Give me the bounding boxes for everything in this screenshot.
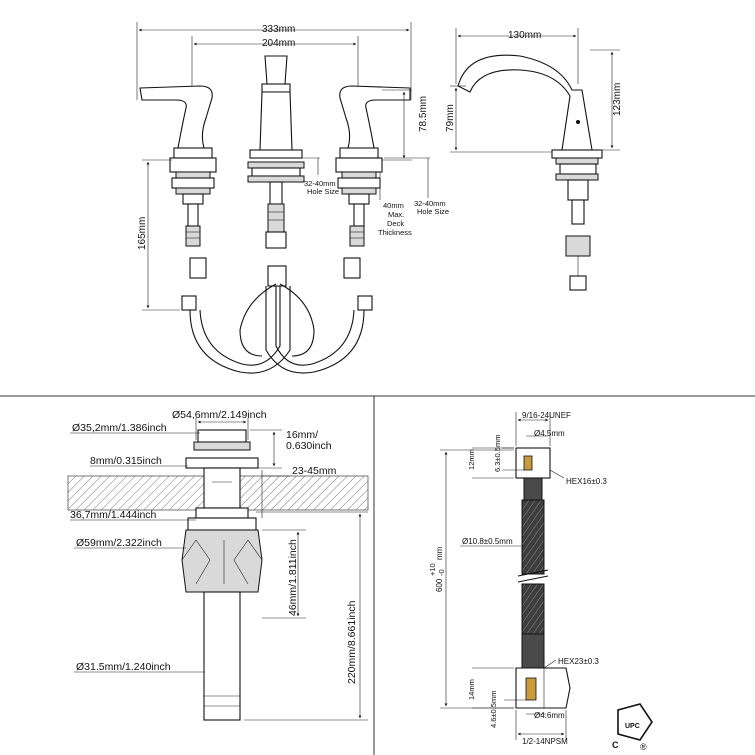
- left-handle: [139, 85, 217, 311]
- svg-text:Max.: Max.: [388, 210, 404, 219]
- svg-text:Hole Size: Hole Size: [307, 187, 339, 196]
- spout-height-dimension: 123mm: [590, 49, 623, 151]
- svg-text:32-40mm: 32-40mm: [414, 199, 446, 208]
- svg-text:220mm/8.661inch: 220mm/8.661inch: [346, 600, 358, 684]
- top-length-dimension: 12mm: [467, 447, 514, 479]
- svg-text:HEX16±0.3: HEX16±0.3: [566, 477, 607, 486]
- svg-text:40mm: 40mm: [383, 201, 404, 210]
- svg-text:0.630inch: 0.630inch: [286, 440, 332, 452]
- svg-text:Ø31.5mm/1.240inch: Ø31.5mm/1.240inch: [76, 661, 171, 673]
- svg-text:Thickness: Thickness: [378, 228, 412, 237]
- svg-text:Ø54,6mm/2.149inch: Ø54,6mm/2.149inch: [172, 409, 267, 421]
- braided-hose-view: 9/16-24UNEF Ø4.5mm 6.3±0.5mm 12mm HEX16±…: [428, 411, 607, 746]
- side-spout-body: [457, 54, 593, 151]
- cap-height-dimension: 16mm/ 0.630inch: [250, 429, 332, 469]
- lever-height-label: 78.5mm: [418, 96, 429, 132]
- svg-text:Ø4.5mm: Ø4.5mm: [534, 429, 565, 438]
- neck-diameter-dimension: Ø35,2mm/1.386inch: [70, 422, 200, 434]
- bottom-insert-dimension: 4.6±0.5mm: [489, 691, 526, 728]
- svg-text:Deck: Deck: [387, 219, 404, 228]
- top-thread-dimension: 9/16-24UNEF: [515, 411, 571, 446]
- handle-spacing-label: 204mm: [262, 38, 295, 49]
- svg-text:C: C: [612, 740, 619, 750]
- hose-length-dimension-600: 600 +10 -0 mm: [428, 449, 514, 709]
- thread-length-dimension: 46mm/1.811inch: [262, 529, 306, 619]
- svg-text:9/16-24UNEF: 9/16-24UNEF: [522, 411, 571, 420]
- svg-text:32-40mm: 32-40mm: [304, 179, 336, 188]
- total-length-dimension: 220mm/8.661inch: [244, 511, 368, 721]
- hole-size-right-callout: 32-40mm Hole Size: [384, 157, 449, 216]
- svg-text:36,7mm/1.444inch: 36,7mm/1.444inch: [70, 509, 157, 521]
- nut-diameter-dimension: Ø59mm/2.322inch: [74, 537, 186, 549]
- lever-height-dimension: 78.5mm: [382, 89, 429, 161]
- cap-diameter-dimension: Ø54,6mm/2.149inch: [172, 409, 267, 440]
- handle-spacing-dimension: 204mm: [191, 36, 359, 88]
- hose-length-label: 165mm: [137, 217, 148, 250]
- svg-text:46mm/1.811inch: 46mm/1.811inch: [287, 539, 299, 616]
- bottom-bore-dimension: Ø4.6mm: [526, 711, 565, 720]
- svg-text:14mm: 14mm: [467, 679, 476, 700]
- svg-text:Ø10.8±0.5mm: Ø10.8±0.5mm: [462, 537, 513, 546]
- svg-text:mm: mm: [435, 546, 444, 560]
- svg-text:Hole Size: Hole Size: [417, 207, 449, 216]
- flange-thickness-dimension: 8mm/0.315inch: [90, 455, 188, 467]
- braid-diameter-dimension: Ø10.8±0.5mm: [460, 537, 522, 547]
- svg-text:®: ®: [640, 742, 647, 752]
- supply-hoses: [189, 283, 365, 374]
- bottom-hex-dimension: HEX23±0.3: [543, 657, 599, 669]
- svg-text:Ø4.6mm: Ø4.6mm: [534, 711, 565, 720]
- overall-width-label: 333mm: [262, 24, 295, 35]
- hose-length-dimension: 165mm: [137, 159, 180, 311]
- body-diameter-dimension: 36,7mm/1.444inch: [70, 509, 196, 521]
- svg-text:8mm/0.315inch: 8mm/0.315inch: [90, 455, 162, 467]
- spout-reach-dimension: 130mm: [455, 28, 579, 84]
- body-height-dimension: 79mm: [445, 85, 552, 153]
- svg-text:HEX23±0.3: HEX23±0.3: [558, 657, 599, 666]
- body-height-label: 79mm: [445, 104, 456, 132]
- svg-text:16mm/: 16mm/: [286, 429, 318, 441]
- faucet-front-view: 333mm 204mm: [136, 22, 449, 374]
- svg-text:23-45mm: 23-45mm: [292, 465, 337, 477]
- svg-text:+10: +10: [428, 563, 437, 576]
- bottom-length-dimension: 14mm: [467, 667, 514, 709]
- svg-text:Ø35,2mm/1.386inch: Ø35,2mm/1.386inch: [72, 422, 167, 434]
- upc-certification-logo: UPC C ®: [612, 703, 653, 752]
- spout-reach-label: 130mm: [508, 30, 541, 41]
- spout-height-label: 123mm: [612, 83, 623, 116]
- overall-width-dimension: 333mm: [136, 22, 412, 100]
- sink-thickness-dimension: 23-45mm: [261, 465, 337, 518]
- right-handle: [335, 85, 411, 311]
- top-hex-dimension: HEX16±0.3: [549, 469, 607, 486]
- bottom-thread-dimension: 1/2-14NPSM: [515, 710, 568, 746]
- svg-text:12mm: 12mm: [467, 449, 476, 470]
- deck-thickness-callout: 40mm Max. Deck Thickness: [378, 172, 412, 237]
- svg-text:4.6±0.5mm: 4.6±0.5mm: [489, 691, 498, 728]
- pop-up-drain-view: Ø54,6mm/2.149inch Ø35,2mm/1.386inch 16mm…: [67, 409, 369, 721]
- top-bore-dimension: Ø4.5mm: [526, 429, 565, 438]
- center-spout: [247, 55, 305, 287]
- svg-text:UPC: UPC: [625, 723, 640, 730]
- faucet-side-view: 130mm 123mm 79mm: [445, 28, 623, 291]
- section-dividers: [0, 395, 755, 755]
- svg-text:6.3±0.5mm: 6.3±0.5mm: [493, 435, 502, 472]
- tail-diameter-dimension: Ø31.5mm/1.240inch: [74, 661, 204, 673]
- svg-text:Ø59mm/2.322inch: Ø59mm/2.322inch: [76, 537, 162, 549]
- hole-size-left-callout: 32-40mm Hole Size: [296, 157, 339, 196]
- svg-text:1/2-14NPSM: 1/2-14NPSM: [522, 737, 568, 746]
- svg-text:-0: -0: [437, 569, 446, 576]
- svg-text:600: 600: [435, 578, 444, 592]
